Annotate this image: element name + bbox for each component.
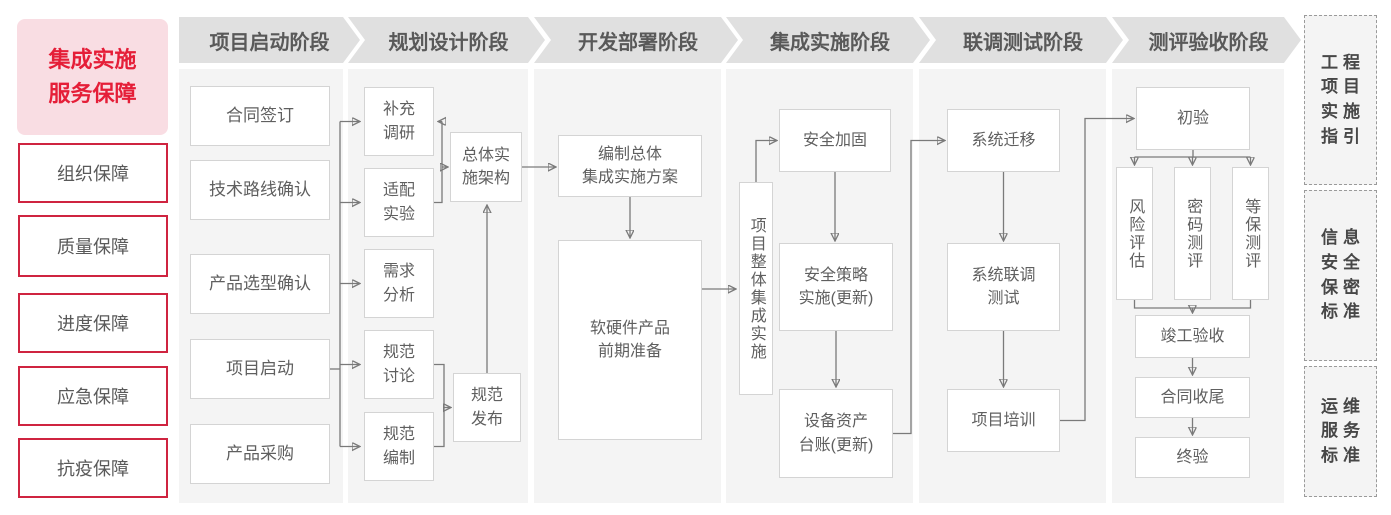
node-final-acceptance: 终验 <box>1135 437 1250 478</box>
standard-om-service: 运维 服务 标准 <box>1304 366 1377 497</box>
phase-header-integration-impl: 集成实施阶段 <box>726 17 930 63</box>
sidebar-item-emergency: 应急保障 <box>18 366 168 426</box>
node-classified-protection-evaluation: 等保测评 <box>1232 167 1269 300</box>
sidebar-item-schedule: 进度保障 <box>18 293 168 353</box>
node-contract-signing: 合同签订 <box>190 86 330 146</box>
node-spec-drafting: 规范 编制 <box>364 412 434 481</box>
node-supplementary-research: 补充 调研 <box>364 87 434 156</box>
phase-header-joint-testing: 联调测试阶段 <box>919 17 1123 63</box>
node-spec-release: 规范 发布 <box>453 373 521 442</box>
node-product-selection-confirm: 产品选型确认 <box>190 254 330 314</box>
node-hw-sw-preparation: 软硬件产品 前期准备 <box>558 240 702 440</box>
phase-header-planning-design: 规划设计阶段 <box>348 17 545 63</box>
node-security-hardening: 安全加固 <box>779 109 891 172</box>
standard-infosec-confidentiality: 信息 安全 保密 标准 <box>1304 190 1377 361</box>
phase-header-dev-deployment: 开发部署阶段 <box>534 17 738 63</box>
node-tech-route-confirm: 技术路线确认 <box>190 160 330 220</box>
node-overall-integration-plan: 编制总体 集成实施方案 <box>558 135 702 197</box>
node-project-training: 项目培训 <box>947 389 1060 452</box>
node-overall-implementation-architecture: 总体实 施架构 <box>450 132 522 202</box>
sidebar-item-quality: 质量保障 <box>18 215 168 277</box>
node-risk-assessment: 风险评估 <box>1116 167 1153 300</box>
sidebar-item-organization: 组织保障 <box>18 143 168 203</box>
node-asset-ledger-update: 设备资产 台账(更新) <box>779 389 893 478</box>
sidebar-title: 集成实施 服务保障 <box>17 19 168 135</box>
node-completion-acceptance: 竣工验收 <box>1135 315 1250 358</box>
standard-project-implementation-guide: 工程 项目 实施 指引 <box>1304 15 1377 185</box>
node-requirement-analysis: 需求 分析 <box>364 249 434 318</box>
phase-header-eval-acceptance: 测评验收阶段 <box>1112 17 1301 63</box>
node-spec-discussion: 规范 讨论 <box>364 330 434 399</box>
sidebar-item-epidemic: 抗疫保障 <box>18 438 168 498</box>
phase-header-kickoff: 项目启动阶段 <box>179 17 360 63</box>
node-joint-debugging-test: 系统联调 测试 <box>947 243 1060 331</box>
node-product-procurement: 产品采购 <box>190 424 330 484</box>
node-cryptography-evaluation: 密码测评 <box>1174 167 1211 300</box>
node-overall-project-integration: 项目整体集成实施 <box>739 182 773 395</box>
node-system-migration: 系统迁移 <box>947 109 1060 172</box>
node-adaptation-experiment: 适配 实验 <box>364 168 434 237</box>
node-contract-closure: 合同收尾 <box>1135 377 1250 418</box>
node-security-policy-update: 安全策略 实施(更新) <box>779 243 893 331</box>
node-project-kickoff: 项目启动 <box>190 339 330 399</box>
node-initial-acceptance: 初验 <box>1136 87 1250 150</box>
